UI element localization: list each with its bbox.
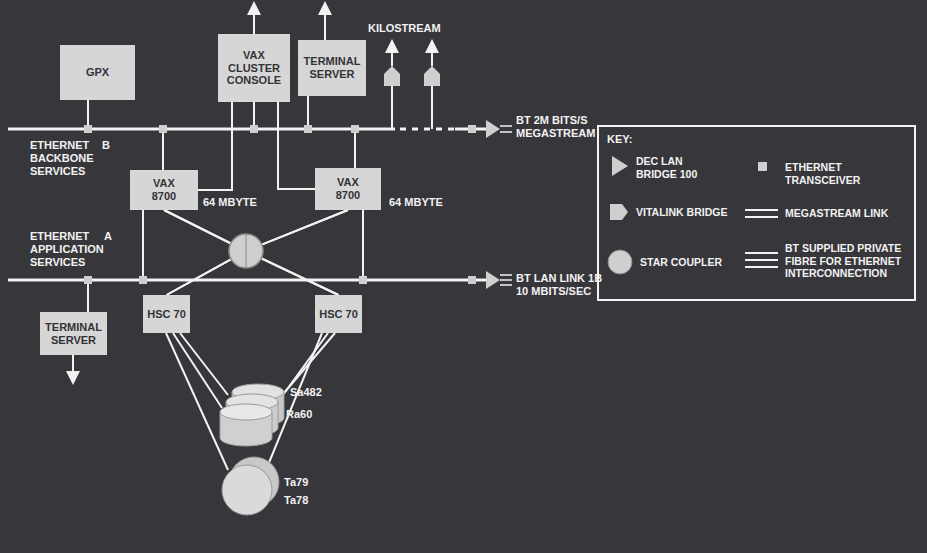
annotation-label: KILOSTREAM [368, 22, 441, 35]
tape-drives [222, 457, 279, 515]
legend-border [598, 126, 915, 300]
gpx-drop [87, 100, 89, 129]
fibre-link [500, 279, 512, 281]
annotation-label: Ta78 [284, 494, 308, 507]
controller-box: HSC 70 [143, 295, 190, 333]
annotation-label: 64 MBYTE [389, 196, 443, 209]
disk-link [180, 333, 228, 395]
transceiver [84, 125, 92, 133]
annotation-label: 64 MBYTE [203, 196, 257, 209]
legend-bridge-symbol [612, 156, 628, 176]
node-label: VAX CLUSTER CONSOLE [222, 49, 286, 87]
kilostream-out [431, 46, 433, 66]
disk-link [278, 333, 335, 400]
wires [8, 8, 915, 470]
lan-bridge [486, 120, 500, 138]
kilostream-out [391, 46, 393, 66]
transceiver [359, 276, 367, 284]
legend-label: DEC LAN BRIDGE 100 [636, 155, 708, 180]
legend-label: ETHERNET TRANSCEIVER [785, 161, 910, 186]
processor-box: VAX 8700 [130, 170, 198, 210]
transceiver [84, 276, 92, 284]
vitalink-bridge [384, 66, 400, 86]
server-box: TERMINAL SERVER [298, 40, 366, 96]
annotation-label: ETHERNET BACKBONE SERVICES [30, 139, 100, 179]
annotation-label: BT LAN LINK 1B 10 MBITS/SEC [516, 272, 616, 298]
ethernet-a [8, 279, 486, 282]
disk-link [173, 333, 222, 408]
bridge-drop [431, 86, 433, 129]
legend-vitalink-symbol [610, 204, 628, 220]
server-drop [87, 280, 89, 312]
ethernet-b-gap [400, 128, 455, 131]
annotation-label: BT 2M BITS/S MEGASTREAM [516, 114, 601, 140]
transceiver [139, 276, 147, 284]
megastream-link [500, 125, 512, 127]
console-box: VAX CLUSTER CONSOLE [218, 34, 290, 102]
disk-pack [220, 404, 272, 420]
vax-drop [142, 210, 144, 280]
node-label: VAX 8700 [144, 177, 184, 202]
legend-transceiver-symbol [758, 162, 767, 171]
legend-star-symbol [608, 250, 632, 274]
transceiver [159, 125, 167, 133]
bridge-drop [391, 86, 393, 129]
ci-link [198, 102, 232, 190]
server-out [324, 8, 326, 40]
node-label: TERMINAL SERVER [302, 55, 362, 80]
console-drop [253, 102, 255, 129]
annotation-label: B [102, 139, 110, 152]
lan-bridge [486, 271, 500, 289]
annotation-label: Sa482 [290, 386, 322, 399]
ci-link [278, 102, 315, 189]
server-box: TERMINAL SERVER [40, 312, 107, 355]
fibre-link [500, 284, 512, 286]
ethernet-b [8, 128, 395, 131]
transceiver [304, 125, 312, 133]
legend-label: MEGASTREAM LINK [785, 207, 910, 220]
node-label: GPX [86, 66, 109, 79]
tape-reel [222, 465, 272, 515]
server-drop [307, 96, 309, 129]
transceivers [84, 125, 476, 284]
transceiver [351, 125, 359, 133]
annotation-label: A [104, 230, 112, 243]
transceiver [468, 125, 476, 133]
legend-label: STAR COUPLER [640, 256, 740, 269]
ci-link [167, 210, 349, 295]
vitalink-bridge [424, 66, 440, 86]
terminal-box: GPX [60, 45, 135, 100]
transceiver [468, 276, 476, 284]
node-label: VAX 8700 [328, 176, 368, 201]
megastream-link [500, 131, 512, 133]
legend-megastream-symbol [745, 216, 778, 218]
transceiver [250, 125, 258, 133]
tape-link [166, 333, 228, 470]
legend-fibre-symbol [745, 259, 778, 261]
node-label: HSC 70 [319, 308, 358, 321]
annotation-label: ETHERNET APPLICATION SERVICES [30, 230, 110, 270]
vax-drop [162, 129, 164, 170]
disk-stack [220, 384, 284, 446]
console-out [253, 8, 255, 34]
vax-drop [362, 210, 364, 280]
legend-fibre-symbol [745, 252, 778, 254]
node-label: HSC 70 [147, 308, 186, 321]
annotation-label: Ta79 [284, 476, 308, 489]
star-coupler-mark [246, 234, 247, 268]
legend-label: VITALINK BRIDGE [636, 206, 736, 219]
annotation-label: KEY: [607, 133, 632, 146]
star-coupler [229, 234, 263, 268]
server-out [72, 355, 74, 378]
legend-megastream-symbol [745, 209, 778, 211]
processor-box: VAX 8700 [315, 168, 381, 210]
fibre-link [500, 274, 512, 276]
vax-drop [354, 129, 356, 168]
controller-box: HSC 70 [315, 295, 362, 333]
legend-label: BT SUPPLIED PRIVATE FIBRE FOR ETHERNET I… [785, 242, 910, 280]
annotation-label: Ra60 [286, 408, 312, 421]
node-label: TERMINAL SERVER [44, 321, 103, 346]
legend-fibre-symbol [745, 266, 778, 268]
